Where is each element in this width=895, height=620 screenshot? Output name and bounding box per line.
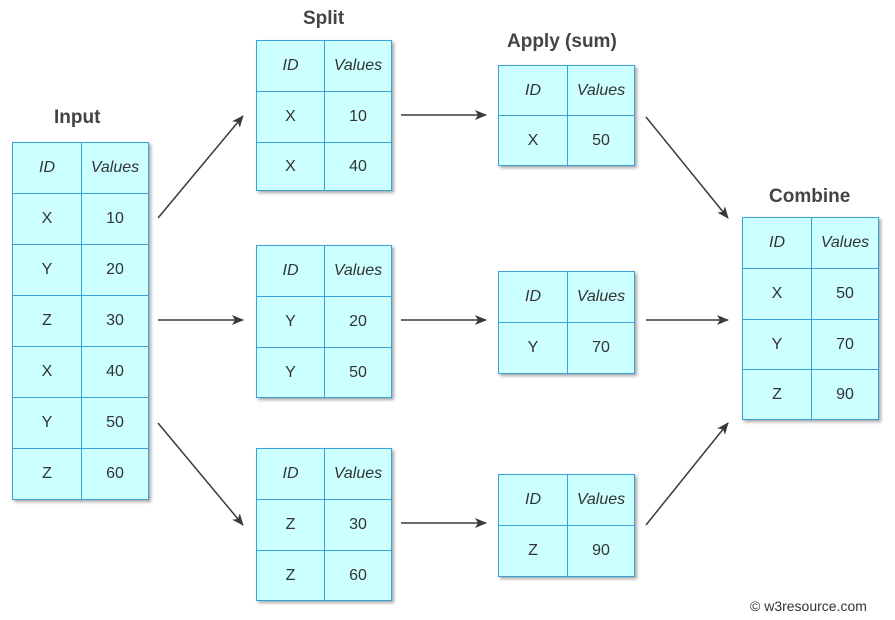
cell-id: Z xyxy=(498,525,568,577)
cell-value: 60 xyxy=(81,448,149,500)
copyright-text: © w3resource.com xyxy=(750,598,867,614)
input-title: Input xyxy=(54,107,101,128)
cell-value: 10 xyxy=(324,91,392,143)
header-id: ID xyxy=(498,271,568,323)
cell-id: Z xyxy=(256,550,325,601)
cell-value: 90 xyxy=(567,525,635,577)
cell-value: 50 xyxy=(81,397,149,449)
apply-title: Apply (sum) xyxy=(507,31,617,52)
cell-id: Y xyxy=(256,347,325,398)
cell-value: 50 xyxy=(811,268,879,320)
cell-value: 60 xyxy=(324,550,392,601)
cell-value: 50 xyxy=(324,347,392,398)
split-title: Split xyxy=(303,8,345,29)
cell-id: Y xyxy=(498,322,568,374)
header-values: Values xyxy=(324,40,392,92)
cell-id: X xyxy=(256,142,325,191)
cell-value: 10 xyxy=(81,193,149,245)
arrow-input-to-split-z xyxy=(157,422,244,526)
header-values: Values xyxy=(324,245,392,297)
header-id: ID xyxy=(498,65,568,116)
combine-title: Combine xyxy=(769,186,851,207)
header-id: ID xyxy=(256,40,325,92)
header-id: ID xyxy=(742,217,812,269)
cell-id: Z xyxy=(742,369,812,420)
cell-value: 70 xyxy=(811,319,879,370)
arrow-apply-to-combine-z xyxy=(645,422,729,526)
cell-id: X xyxy=(12,193,82,245)
cell-value: 30 xyxy=(324,499,392,551)
header-values: Values xyxy=(567,271,635,323)
cell-id: X xyxy=(12,346,82,398)
cell-id: X xyxy=(498,115,568,166)
header-values: Values xyxy=(567,65,635,116)
cell-id: X xyxy=(256,91,325,143)
cell-id: Z xyxy=(12,295,82,347)
cell-value: 40 xyxy=(324,142,392,191)
cell-id: Y xyxy=(12,244,82,296)
cell-value: 50 xyxy=(567,115,635,166)
header-values: Values xyxy=(567,474,635,526)
arrow-apply-to-combine-x xyxy=(645,116,729,219)
cell-value: 40 xyxy=(81,346,149,398)
cell-id: Y xyxy=(742,319,812,370)
cell-value: 70 xyxy=(567,322,635,374)
cell-value: 90 xyxy=(811,369,879,420)
header-values: Values xyxy=(811,217,879,269)
cell-id: Z xyxy=(12,448,82,500)
cell-value: 30 xyxy=(81,295,149,347)
arrow-input-to-split-x xyxy=(157,115,244,219)
